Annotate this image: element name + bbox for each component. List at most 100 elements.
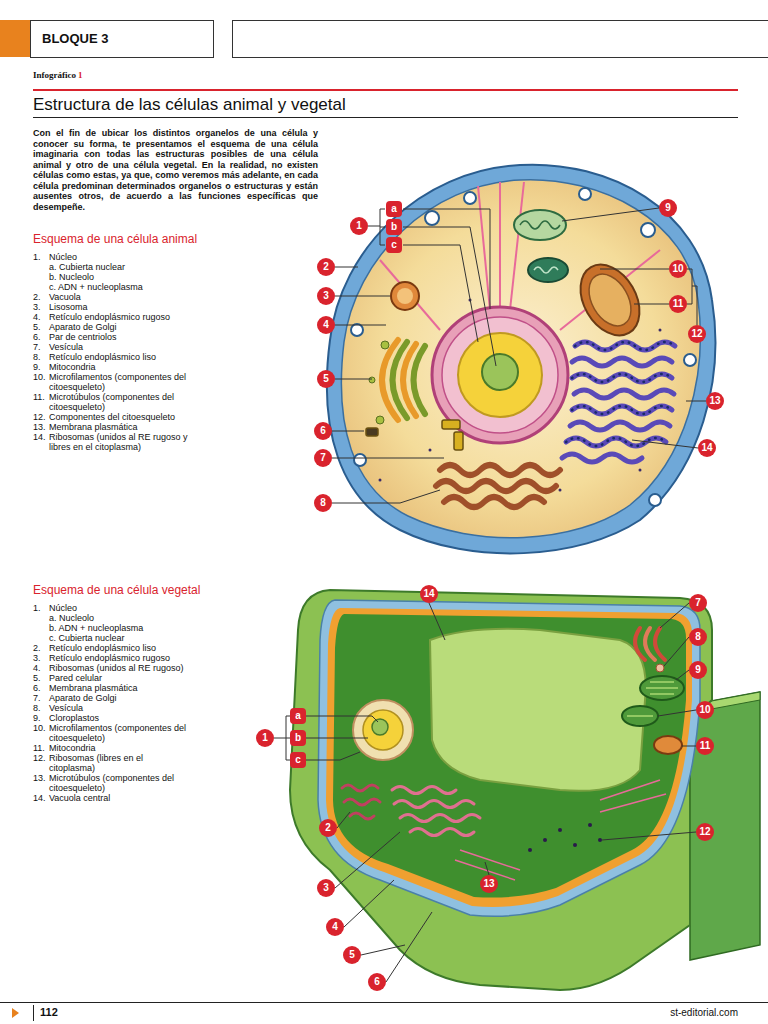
label-slot: 14 [698, 439, 716, 457]
list-item: Vacuola central [49, 793, 189, 803]
animal-cell [562, 342, 675, 462]
intro-paragraph: Con el fin de ubicar los distintos organ… [33, 128, 318, 212]
label-slot: Ribosomas (libres en el citoplasma) [49, 753, 189, 773]
plant-cell [290, 590, 760, 990]
label-slot: Mitocondria [49, 743, 189, 753]
animal-cell [579, 188, 591, 200]
plant-cell [353, 700, 413, 760]
label-slot: Vacuola central [49, 793, 189, 803]
label-slot: Estructura de las células animal y veget… [33, 95, 733, 115]
label-slot: c. Cubierta nuclear [49, 633, 189, 643]
plant-cell [326, 608, 692, 907]
label-slot: 112 [40, 1006, 58, 1019]
plant-leader-lines [664, 637, 689, 666]
header-frame [31, 21, 214, 58]
list-item: Membrana plasmática [49, 422, 189, 432]
plant-cell [333, 614, 686, 898]
list-item: Retículo endoplásmico liso [49, 643, 189, 653]
animal-leader-lines [600, 269, 669, 270]
plant-leader-lines [485, 862, 489, 875]
plant-leader-lines [344, 880, 394, 927]
list-number: 4. [33, 663, 49, 673]
label-slot: 4 [326, 918, 344, 936]
list-number: 5. [33, 322, 49, 332]
label-slot: 9 [659, 199, 677, 217]
label-slot: Infográfico [33, 70, 76, 81]
plant-cell [600, 794, 666, 812]
plant-leader-lines [676, 670, 689, 680]
page-title: Estructura de las células animal y veget… [33, 95, 733, 115]
animal-leader-lines [686, 401, 706, 402]
animal-cell [580, 267, 639, 333]
label-slot: c [386, 237, 402, 253]
section-heading: Esquema de una célula vegetal [33, 583, 313, 597]
list-item: Microfilamentos (componentes del citoesq… [49, 723, 189, 743]
callout-number: 7 [689, 594, 707, 612]
list-item: Mitocondria [49, 743, 189, 753]
label-slot: 12 [688, 325, 706, 343]
list-item: Ribosomas (unidos al RE rugoso y libres … [49, 432, 189, 452]
label-slot: Núcleo [49, 252, 189, 262]
animal-cell [454, 432, 463, 450]
label-slot: 2. [33, 292, 49, 302]
section-heading: Esquema de una célula animal [33, 232, 313, 246]
callout-number: 10 [696, 701, 714, 719]
animal-cell [379, 299, 662, 492]
animal-leader-lines [403, 245, 478, 342]
list-number: 11. [33, 743, 49, 753]
label-slot: 3 [317, 287, 335, 305]
plant-cell [528, 823, 602, 852]
label-slot: Pared celular [49, 673, 189, 683]
label-slot: b. ADN + nucleoplasma [49, 623, 189, 633]
callout-number: 13 [480, 875, 498, 893]
plant-cell [455, 780, 666, 880]
page-number: 112 [40, 1006, 58, 1019]
label-slot: 13 [706, 392, 724, 410]
list-number: 7. [33, 342, 49, 352]
label-slot: 7. [33, 342, 49, 352]
label-slot: c. ADN + nucleoplasma [49, 282, 189, 292]
label-slot: 11 [669, 295, 687, 313]
list-item: Mitocondria [49, 362, 189, 372]
animal-leader-lines [687, 269, 697, 325]
plant-cell [290, 590, 712, 990]
label-slot: 1 [350, 217, 368, 235]
animal-cell [514, 210, 566, 240]
list-number: 13. [33, 773, 49, 783]
list-number: 12. [33, 753, 49, 763]
list-number: 9. [33, 713, 49, 723]
label-slot: Membrana plasmática [49, 422, 189, 432]
label-slot: 4. [33, 663, 49, 673]
plant-cell [598, 838, 602, 842]
plant-cell [394, 801, 474, 808]
plant-cell [543, 838, 547, 842]
label-slot: Con el fin de ubicar los distintos organ… [33, 128, 318, 212]
animal-cell [575, 342, 675, 350]
callout-letter: b [386, 219, 402, 235]
animal-cell [528, 258, 568, 282]
label-slot: 7 [314, 449, 332, 467]
list-number: 1. [33, 252, 49, 262]
animal-cell [575, 342, 675, 350]
list-item: Microtúbulos (componentes del citoesquel… [49, 773, 189, 793]
plant-cell [342, 785, 378, 791]
callout-letter: c [386, 237, 402, 253]
animal-leader-lines [562, 208, 659, 221]
label-slot: Microfilamentos (componentes del citoesq… [49, 372, 189, 392]
animal-cell [327, 165, 716, 554]
label-slot: 5. [33, 322, 49, 332]
plant-cell [400, 815, 480, 822]
animal-cell [382, 340, 425, 420]
plant-leader-lines [658, 710, 696, 716]
callout-number: 12 [688, 325, 706, 343]
list-number: 13. [33, 422, 49, 432]
plant-cell [392, 787, 456, 794]
animal-leader-lines [368, 209, 385, 245]
animal-cell [510, 182, 524, 310]
list-number: 4. [33, 312, 49, 322]
callout-number: 8 [314, 494, 332, 512]
callout-number: 11 [669, 295, 687, 313]
label-slot: Núcleo [49, 603, 189, 613]
header-frame [33, 117, 738, 118]
plant-leader-lines [306, 716, 378, 722]
